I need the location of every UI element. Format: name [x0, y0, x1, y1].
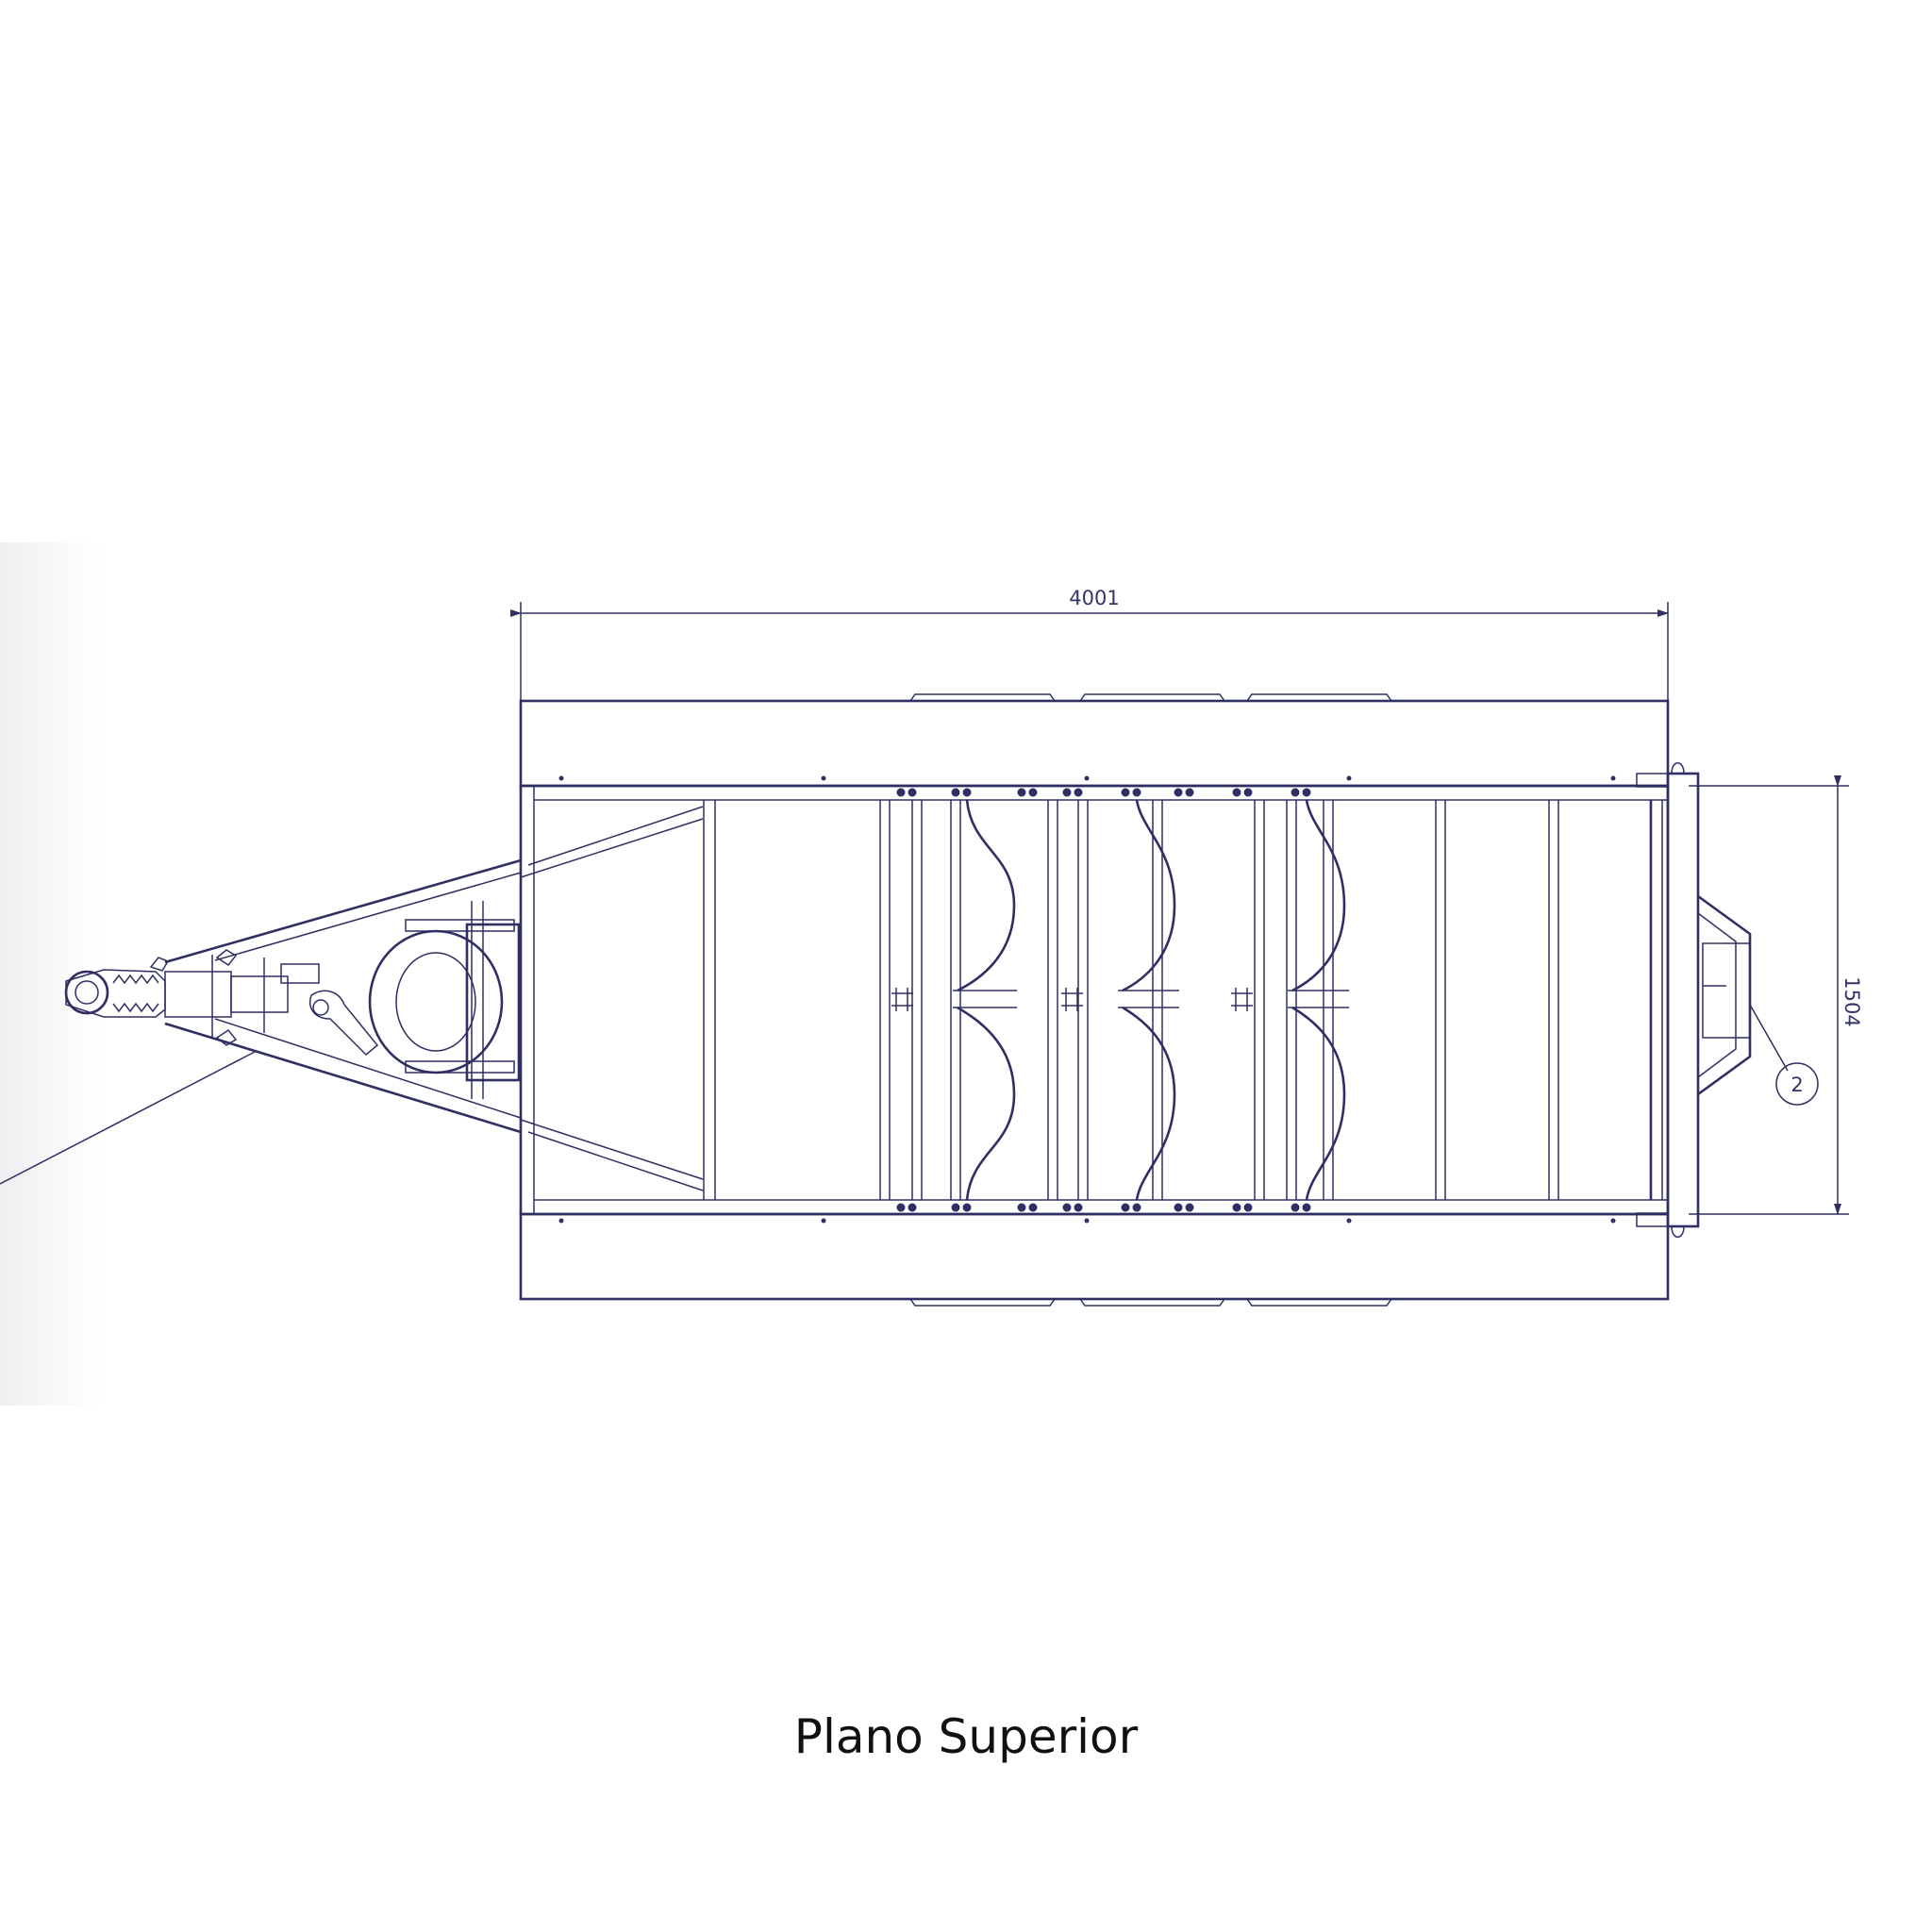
- axle-pins: [891, 988, 1253, 1011]
- drawing-caption: Plano Superior: [793, 1709, 1139, 1764]
- leaf-springs: [953, 799, 1349, 1201]
- fender-bottom: [519, 1212, 1670, 1307]
- left-shadow: [0, 542, 104, 1406]
- leader-line: [0, 1051, 256, 1185]
- length-dimension-label: 4001: [1069, 587, 1119, 609]
- cross-members: [703, 800, 1559, 1200]
- length-dimension: 4001: [510, 587, 1669, 703]
- fender-top: [519, 693, 1670, 788]
- chassis-frame: [519, 784, 1670, 1216]
- width-dimension-label: 1504: [1840, 976, 1863, 1026]
- callout-2: 2: [1749, 1004, 1819, 1106]
- width-dimension: 1504: [1689, 775, 1863, 1215]
- rear-bracket: [1636, 762, 1752, 1238]
- drawbar: [164, 806, 704, 1191]
- coupling-head: [64, 949, 379, 1057]
- callout-label: 2: [1790, 1074, 1803, 1096]
- jockey-wheel: [368, 901, 521, 1099]
- bolt-dots: [558, 775, 1616, 1224]
